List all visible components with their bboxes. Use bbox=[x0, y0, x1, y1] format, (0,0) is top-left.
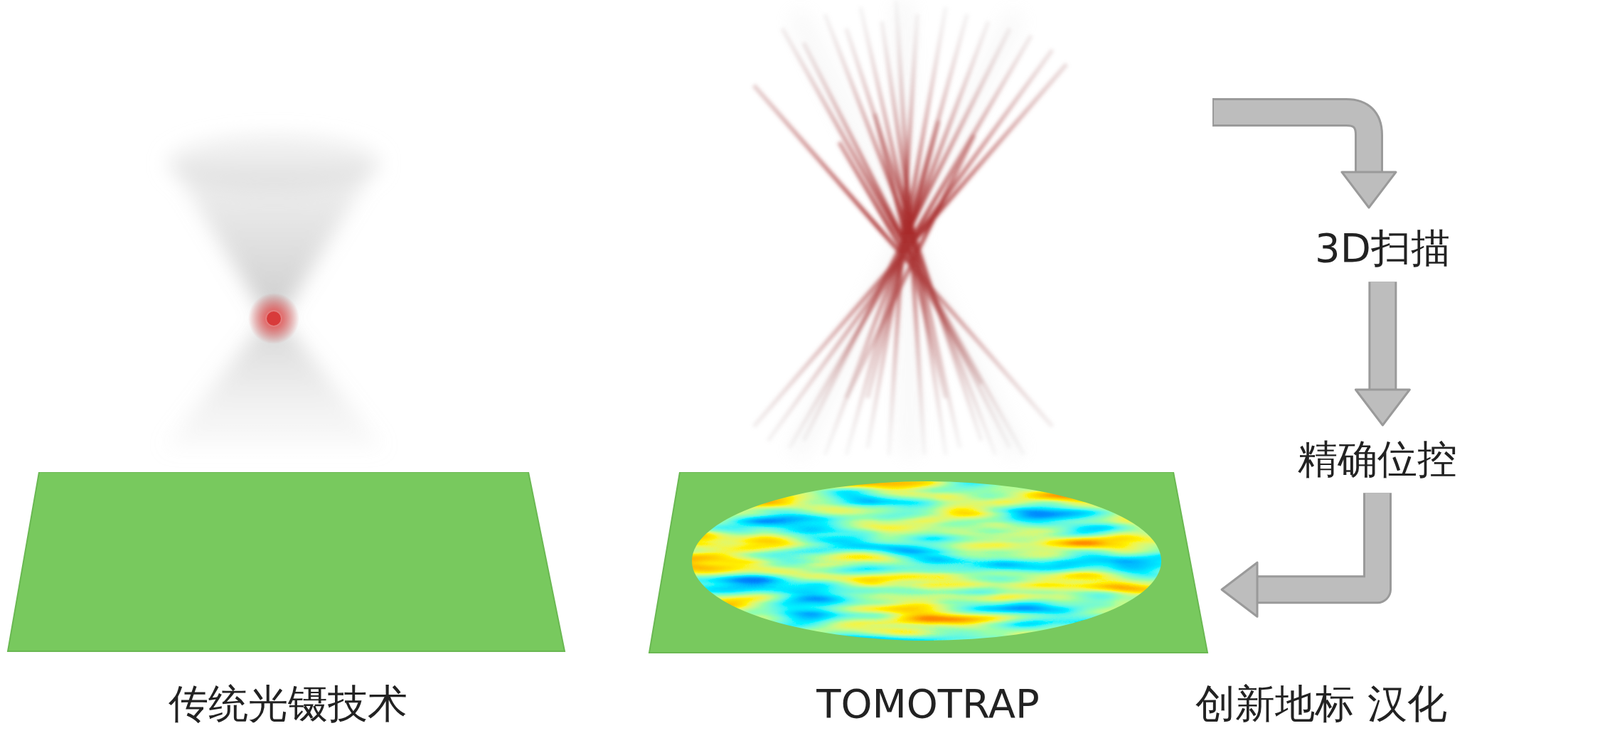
plane-shape bbox=[0, 472, 576, 658]
step-label: 精确位控 bbox=[1297, 435, 1458, 483]
phase-pattern bbox=[691, 481, 1162, 641]
plane-caption: TOMOTRAP bbox=[640, 679, 1216, 728]
plane-shape bbox=[640, 472, 1216, 658]
flow-arrow bbox=[1221, 492, 1378, 617]
light-beams bbox=[753, 0, 1067, 456]
flow-arrow bbox=[1355, 281, 1410, 426]
sample-plane: 传统光镊技术 bbox=[0, 472, 576, 736]
step-node: 精确位控 bbox=[1297, 435, 1458, 483]
step-label: 3D扫描 bbox=[1314, 224, 1451, 272]
step-node: 3D扫描 bbox=[1314, 224, 1451, 272]
trap-glow bbox=[248, 292, 300, 345]
light-cone bbox=[163, 135, 384, 448]
sample-plane: TOMOTRAP bbox=[640, 472, 1216, 736]
plane-caption: 传统光镊技术 bbox=[0, 679, 576, 728]
flow-arrow bbox=[1212, 112, 1396, 208]
trap-spot bbox=[266, 311, 281, 326]
watermark-label: 创新地标 汉化 bbox=[1195, 679, 1448, 728]
